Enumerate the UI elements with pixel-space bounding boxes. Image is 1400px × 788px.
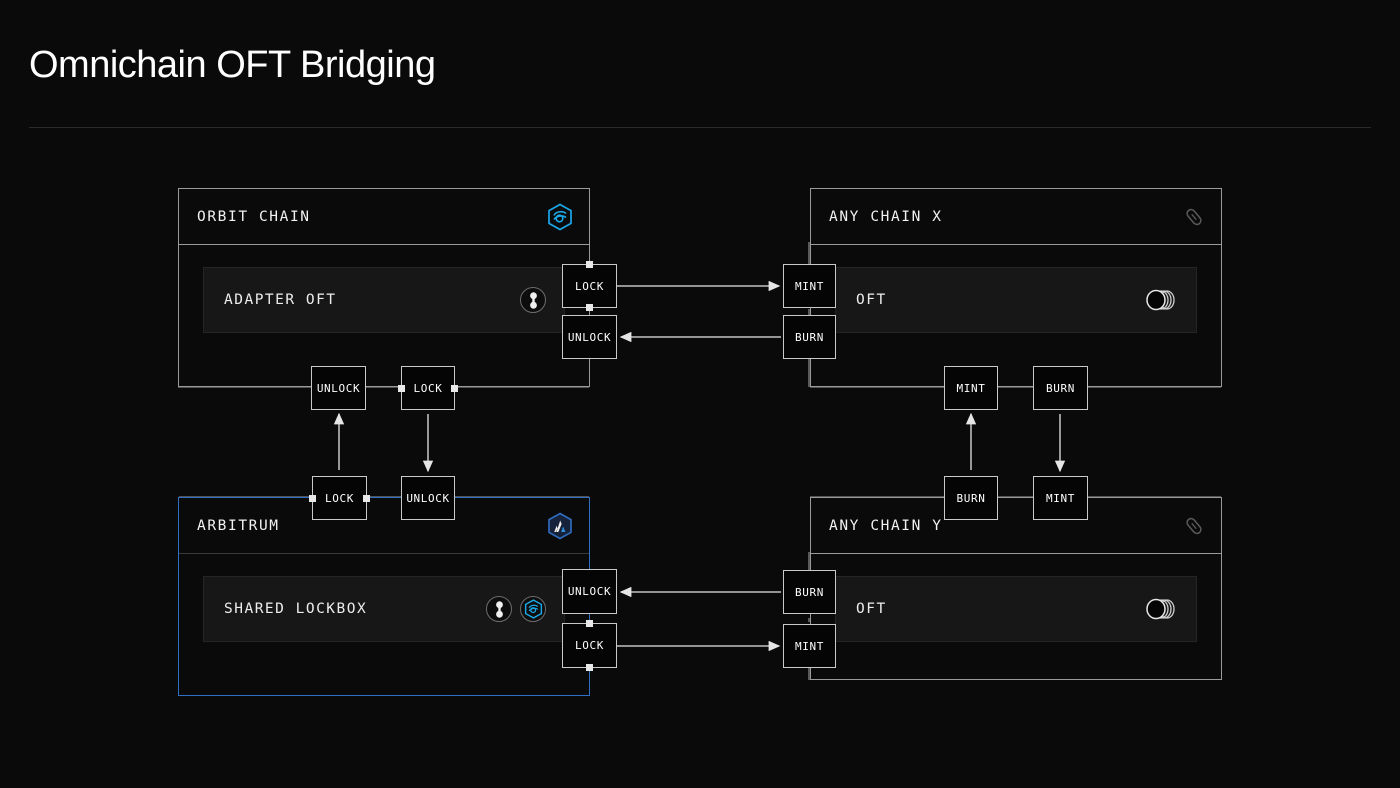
node-mint-mid-top[interactable]: MINT (944, 366, 998, 410)
panel-any-chain-x[interactable]: ANY CHAIN X OFT (810, 188, 1222, 387)
token-card-icons (1144, 597, 1178, 621)
node-handle-bottom[interactable] (586, 664, 593, 671)
token-link-icon (486, 596, 512, 622)
title-divider (29, 127, 1371, 128)
link-chain-icon (1183, 206, 1205, 228)
panel-body-arbitrum: SHARED LOCKBOX (179, 554, 589, 664)
node-label: LOCK (575, 279, 604, 293)
link-chain-icon (1183, 515, 1205, 537)
node-label: LOCK (413, 381, 443, 395)
node-label: MINT (956, 381, 986, 395)
node-handle-bottom[interactable] (586, 304, 593, 311)
node-mint-chain-y[interactable]: MINT (783, 624, 836, 668)
node-label: MINT (1046, 491, 1075, 505)
node-label: UNLOCK (567, 330, 612, 344)
node-lock-mid-right[interactable]: LOCK (398, 366, 458, 410)
node-burn-chain-x[interactable]: BURN (783, 315, 836, 359)
node-lock-orbit[interactable]: LOCK (562, 261, 617, 311)
token-card-icons (486, 596, 546, 622)
token-card-label: OFT (856, 601, 887, 617)
panel-body-any-chain-y: OFT (811, 554, 1221, 664)
stacked-coins-icon (1144, 288, 1178, 312)
node-handle-right[interactable] (451, 384, 458, 392)
token-card-shared-lockbox[interactable]: SHARED LOCKBOX (203, 576, 565, 642)
token-card-icons (1144, 288, 1178, 312)
panel-body-any-chain-x: OFT (811, 245, 1221, 355)
token-card-label: OFT (856, 292, 887, 308)
panel-orbit-chain[interactable]: ORBIT CHAIN ADAPTER OFT (178, 188, 590, 387)
node-mint-mid-bottom[interactable]: MINT (1033, 476, 1088, 520)
node-unlock-mid-bottom[interactable]: UNLOCK (401, 476, 455, 520)
token-card-adapter-oft[interactable]: ADAPTER OFT (203, 267, 565, 333)
panel-title-arbitrum: ARBITRUM (197, 517, 280, 534)
node-unlock-mid-left[interactable]: UNLOCK (311, 366, 366, 410)
token-card-oft-y[interactable]: OFT (835, 576, 1197, 642)
node-label: BURN (795, 330, 824, 344)
node-burn-chain-y[interactable]: BURN (783, 570, 836, 614)
token-card-icons (520, 287, 546, 313)
arbitrum-hexagon-logo-icon (547, 512, 573, 540)
panel-any-chain-y[interactable]: ANY CHAIN Y OFT (810, 497, 1222, 680)
node-lock-mid-bottom[interactable]: LOCK (309, 476, 370, 520)
panel-title-any-chain-y: ANY CHAIN Y (829, 517, 943, 534)
panel-title-orbit-chain: ORBIT CHAIN (197, 208, 311, 225)
token-link-icon (520, 287, 546, 313)
panel-header-orbit-chain: ORBIT CHAIN (179, 189, 589, 245)
node-label: UNLOCK (567, 585, 612, 598)
node-handle-left[interactable] (398, 384, 405, 392)
node-label: UNLOCK (316, 381, 361, 395)
node-handle-top[interactable] (586, 620, 593, 627)
panel-header-any-chain-y: ANY CHAIN Y (811, 498, 1221, 554)
node-burn-mid-top[interactable]: BURN (1033, 366, 1088, 410)
node-label: BURN (956, 491, 986, 505)
node-label: LOCK (325, 491, 354, 505)
panel-title-any-chain-x: ANY CHAIN X (829, 208, 943, 225)
token-card-label: SHARED LOCKBOX (224, 601, 368, 617)
node-unlock-arbitrum[interactable]: UNLOCK (562, 569, 617, 614)
token-card-label: ADAPTER OFT (224, 292, 337, 308)
node-label: BURN (1046, 381, 1075, 395)
orbit-hexagon-logo-icon (547, 203, 573, 231)
node-lock-arbitrum[interactable]: LOCK (562, 620, 617, 671)
node-mint-chain-x[interactable]: MINT (783, 264, 836, 308)
node-handle-top[interactable] (586, 261, 593, 268)
node-handle-right[interactable] (363, 494, 370, 502)
token-card-oft-x[interactable]: OFT (835, 267, 1197, 333)
node-label: MINT (795, 639, 824, 653)
node-handle-left[interactable] (309, 494, 316, 502)
node-label: UNLOCK (406, 491, 450, 505)
node-label: BURN (795, 585, 824, 599)
stacked-coins-icon (1144, 597, 1178, 621)
orbit-hexagon-logo-icon (520, 596, 546, 622)
panel-body-orbit-chain: ADAPTER OFT (179, 245, 589, 355)
panel-header-arbitrum: ARBITRUM (179, 498, 589, 554)
node-unlock-orbit[interactable]: UNLOCK (562, 315, 617, 359)
node-burn-mid-bottom[interactable]: BURN (944, 476, 998, 520)
page-title: Omnichain OFT Bridging (29, 44, 436, 86)
panel-arbitrum[interactable]: ARBITRUM SHARED LOCKBOX (178, 497, 590, 696)
panel-header-any-chain-x: ANY CHAIN X (811, 189, 1221, 245)
node-label: LOCK (575, 639, 604, 652)
node-label: MINT (795, 279, 824, 293)
